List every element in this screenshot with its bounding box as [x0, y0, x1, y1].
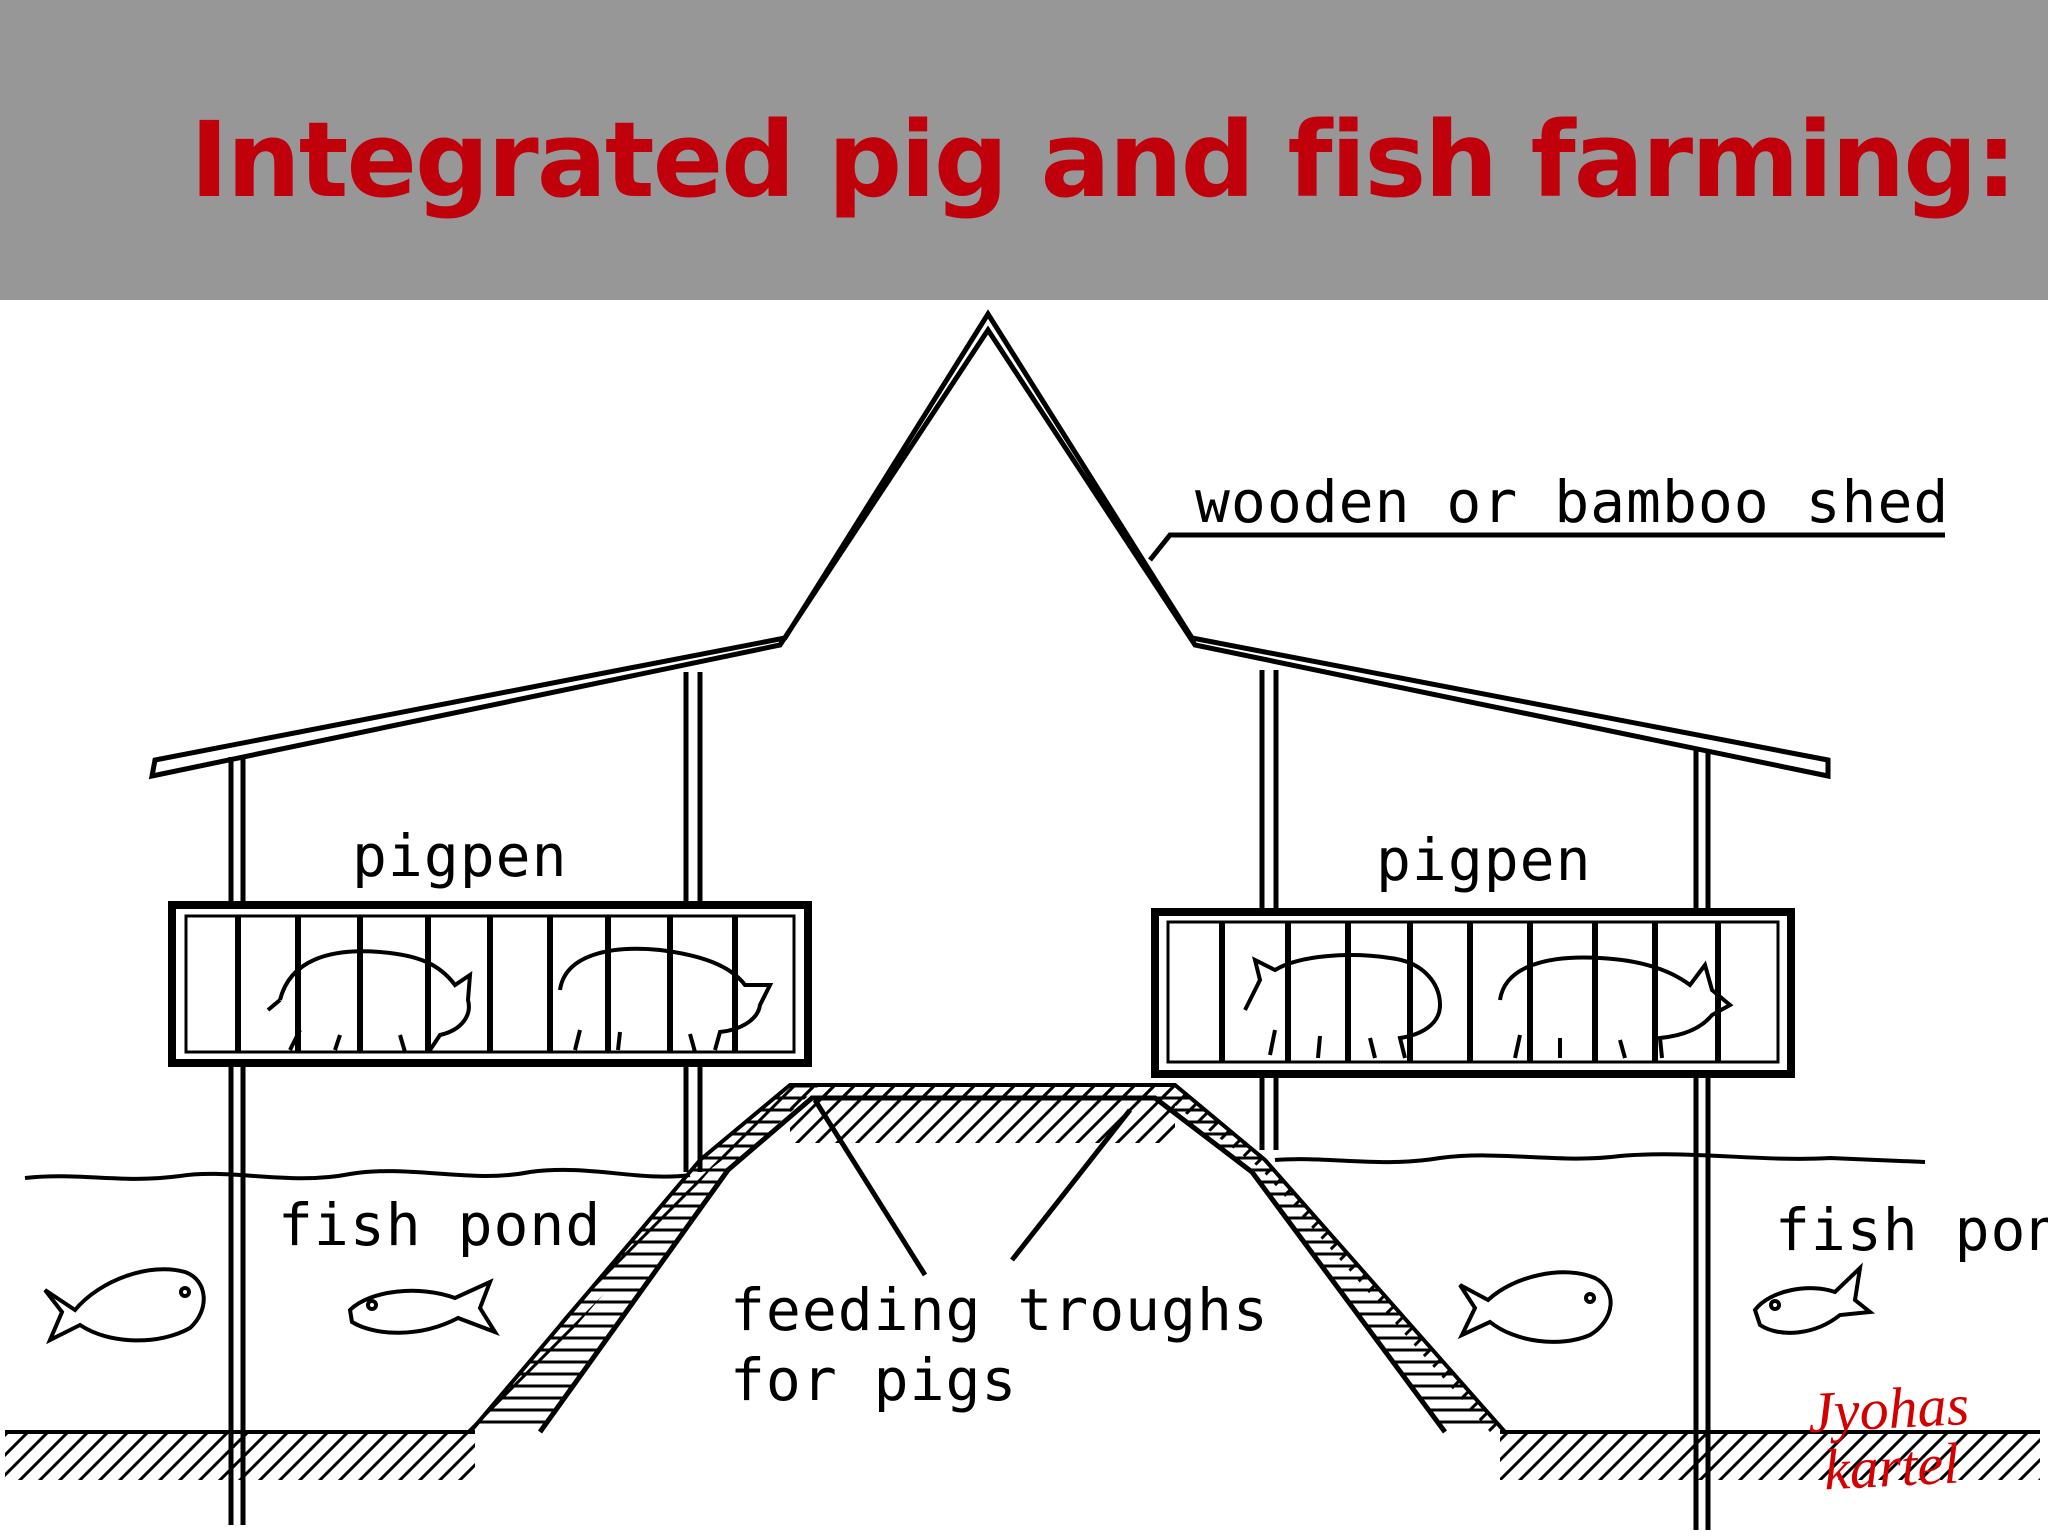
label-pigpen-right: pigpen	[1376, 826, 1592, 894]
label-shed: wooden or bamboo shed	[1195, 468, 1949, 536]
label-fish-pond-right: fish pond	[1775, 1196, 2048, 1264]
farm-diagram: wooden or bamboo shed pigpen pigpen fish…	[5, 309, 2048, 1530]
fish-icon	[43, 1267, 206, 1345]
pig-icon	[266, 949, 473, 1053]
fish-icon	[1752, 1262, 1876, 1335]
pig-icon	[558, 946, 774, 1053]
signature-watermark: Jyohas kartel	[1737, 1372, 2043, 1504]
water-surface	[24, 1152, 1926, 1181]
label-fish-pond-left: fish pond	[278, 1191, 601, 1259]
label-for-pigs: for pigs	[730, 1346, 1017, 1414]
dyke	[465, 1083, 1507, 1434]
pigpen-left	[168, 901, 812, 1067]
pig-icon	[1243, 953, 1443, 1059]
pigpen-right	[1151, 908, 1795, 1078]
fish-icon	[1457, 1270, 1613, 1344]
label-feeding-troughs: feeding troughs	[730, 1276, 1269, 1344]
label-pigpen-left: pigpen	[352, 822, 568, 890]
pig-icon	[1498, 955, 1734, 1059]
shed-roof	[148, 309, 1831, 780]
leader-lines	[812, 532, 1945, 1277]
slide-title: Integrated pig and fish farming:	[190, 99, 2017, 221]
title-band	[0, 0, 2048, 300]
fish-icon	[347, 1278, 500, 1336]
ground	[5, 1430, 2040, 1480]
